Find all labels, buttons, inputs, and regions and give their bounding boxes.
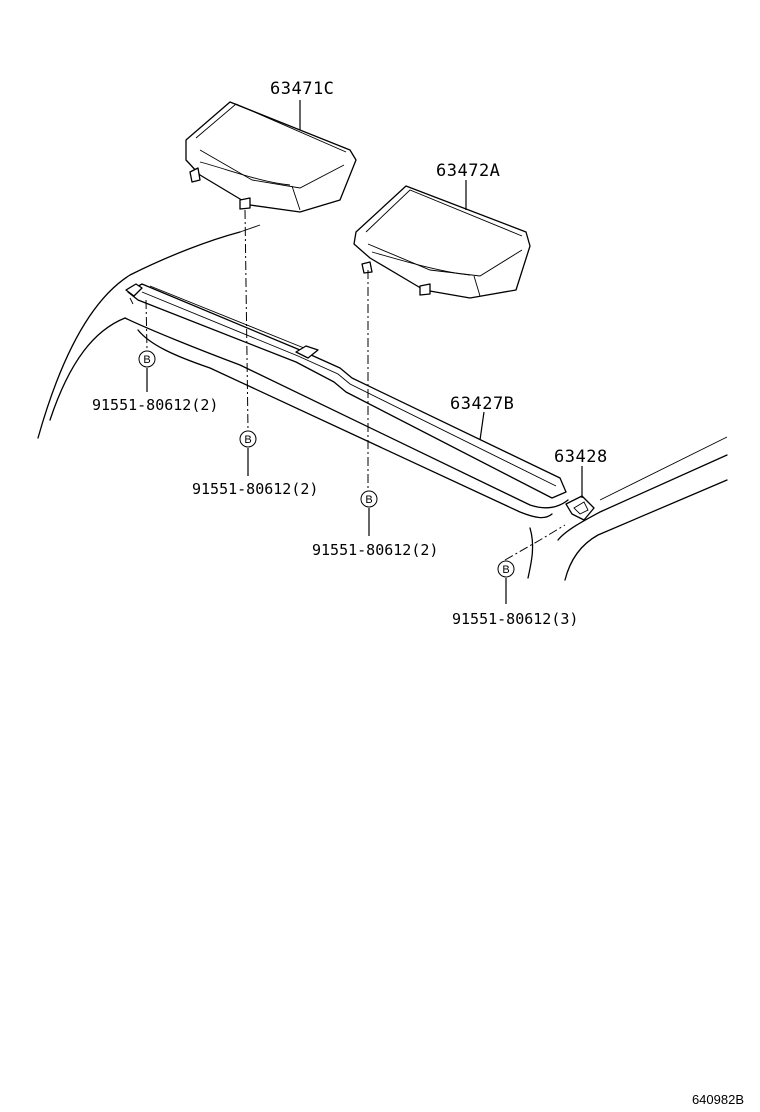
bolt-symbol-1-icon: B (138, 350, 156, 368)
bolt-symbol-1-letter: B (143, 354, 150, 366)
part-label-63471c: 63471C (270, 79, 334, 99)
install-lines (145, 209, 566, 561)
part-label-63428: 63428 (554, 447, 608, 467)
roof-outline (37, 224, 728, 581)
bolt-symbols: B B B B (138, 350, 515, 578)
end-cap-63428 (565, 495, 595, 521)
rail-63427b (125, 283, 567, 499)
bolt-symbol-4-letter: B (502, 564, 509, 576)
fastener-label-4: 91551-80612(3) (452, 610, 578, 628)
bolt-symbol-3-letter: B (365, 494, 372, 506)
fastener-label-1: 91551-80612(2) (92, 396, 218, 414)
reference-code: 640982B (692, 1092, 744, 1107)
fastener-label-2: 91551-80612(2) (192, 480, 318, 498)
housing-63472a (353, 185, 531, 299)
bolt-symbol-2-letter: B (244, 434, 251, 446)
part-label-63472a: 63472A (436, 161, 500, 181)
bolt-symbol-3-icon: B (360, 490, 378, 508)
bolt-symbol-4-icon: B (497, 560, 515, 578)
leader-lines (146, 100, 583, 604)
part-label-63427b: 63427B (450, 394, 514, 414)
housing-63471c (185, 101, 357, 213)
fastener-label-3: 91551-80612(2) (312, 541, 438, 559)
bolt-symbol-2-icon: B (239, 430, 257, 448)
